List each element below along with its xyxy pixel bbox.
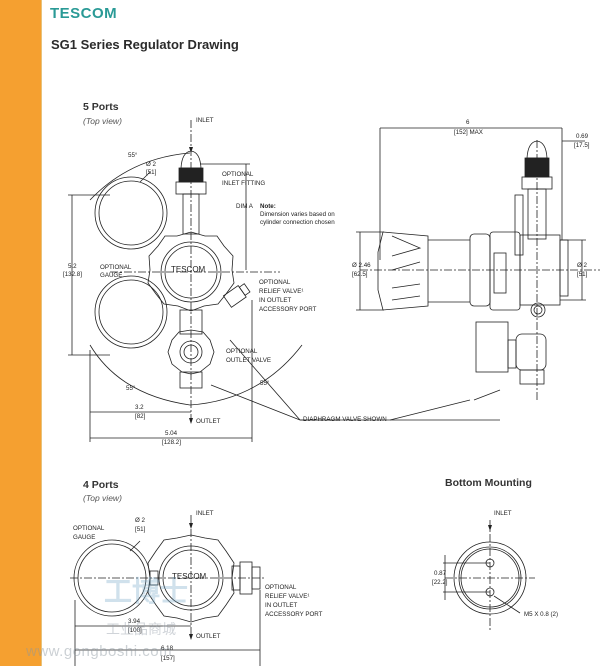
- side-port: [530, 302, 546, 318]
- optional-gauge-1: OPTIONAL: [100, 264, 132, 271]
- diaphragm-label: DIAPHRAGM VALVE SHOWN: [303, 416, 387, 423]
- gauge-dia-mm-label: [51]: [146, 169, 157, 176]
- height-mm-label: [132.8]: [63, 271, 82, 278]
- side-inlet-cap: [526, 140, 548, 159]
- four-relief-valve-2: RELIEF VALVE¹: [265, 593, 310, 600]
- inlet-label: INLET: [196, 117, 214, 124]
- four-ports-subtitle: (Top view): [83, 493, 122, 503]
- note-text-2: cylinder connection chosen: [260, 219, 335, 226]
- angle-arc-bottom: [89, 344, 303, 406]
- four-knob-logo: TESCOM: [172, 572, 207, 581]
- outlet-valve-2: OUTLET VALVE: [226, 357, 272, 364]
- four-optional-gauge-1: OPTIONAL: [73, 525, 105, 532]
- four-width-mm-label: [157]: [161, 655, 175, 662]
- optional-inlet-fitting-2: INLET FITTING: [222, 180, 266, 187]
- relief-valve-2: RELIEF VALVE¹: [259, 288, 304, 295]
- outlet-label: OUTLET: [196, 418, 221, 425]
- watermark-cn-small: 工业品商城: [106, 621, 176, 637]
- outlet-valve-knob: [167, 329, 215, 375]
- four-relief-valve-4: ACCESSORY PORT: [265, 611, 323, 618]
- orange-sidebar: [0, 0, 42, 666]
- knob-dia-label: Ø 2.46: [352, 262, 371, 269]
- relief-valve-1: OPTIONAL: [259, 279, 291, 286]
- bottom-mount-body: [453, 541, 527, 615]
- four-inlet-label: INLET: [196, 510, 214, 517]
- offset-mm-label: [17.5]: [574, 142, 590, 149]
- side-gauge-nut: [475, 321, 509, 373]
- four-port-knob: [147, 534, 235, 623]
- note-text-1: Dimension varies based on: [260, 211, 335, 218]
- side-label-plate: [493, 252, 507, 294]
- four-width-label: 6.18: [161, 645, 174, 652]
- watermark-url: www.gongboshi.com: [26, 643, 173, 660]
- note-title: Note:: [260, 203, 276, 210]
- height-label: 5.2: [68, 263, 77, 270]
- half-width-mm-label: [82]: [135, 413, 146, 420]
- outlet-valve-1: OPTIONAL: [226, 348, 258, 355]
- dim-a-label: DIM A: [236, 203, 253, 210]
- width-mm-label: [128.2]: [162, 439, 181, 446]
- relief-valve-3: IN OUTLET: [259, 297, 292, 304]
- four-optional-gauge-2: GAUGE: [73, 534, 96, 541]
- angle-arc-top: [89, 152, 191, 201]
- relief-valve: [222, 284, 247, 308]
- spacing-mm-label: [22.2]: [432, 579, 448, 586]
- lower-gauge: [94, 275, 168, 349]
- four-relief-valve-3: IN OUTLET: [265, 602, 298, 609]
- four-gauge-dia-label: Ø 2: [135, 517, 145, 524]
- side-body: [489, 231, 521, 311]
- width-label: 5.04: [165, 430, 178, 437]
- bottom-inlet-label: INLET: [494, 510, 512, 517]
- upper-gauge: [94, 176, 168, 250]
- outlet-body: [179, 309, 203, 335]
- length-mm-label: [152] MAX: [454, 129, 483, 136]
- four-half-width-label: 3.94: [128, 618, 141, 625]
- optional-inlet-fitting-1: OPTIONAL: [222, 171, 254, 178]
- bottom-mounting-title: Bottom Mounting: [445, 477, 532, 489]
- inlet-stem: [182, 193, 200, 235]
- inlet-thread: [178, 167, 204, 183]
- thread-label: M5 X 0.8 (2): [524, 611, 559, 618]
- body-dia-label: Ø 2: [577, 262, 587, 269]
- gauge-dia-label: Ø 2: [146, 161, 156, 168]
- angle-bottom-left-label: 55°: [126, 385, 136, 392]
- angle-bottom-right-label: 55°: [260, 380, 270, 387]
- four-gauge-dia-mm-label: [51]: [135, 526, 146, 533]
- five-ports-subtitle: (Top view): [83, 116, 122, 126]
- brand-logo: TESCOM: [50, 5, 118, 22]
- watermark-cn-big: 工博士: [104, 576, 189, 607]
- length-label: 6: [466, 119, 470, 126]
- regulator-knob: [147, 231, 235, 312]
- optional-gauge-2: GAUGE: [100, 272, 123, 279]
- body-dia-mm-label: [51]: [577, 271, 588, 278]
- offset-label: 0.69: [576, 133, 589, 140]
- angle-top-label: 55°: [128, 152, 138, 159]
- four-outlet-label: OUTLET: [196, 633, 221, 640]
- four-half-width-mm-label: [100]: [128, 627, 142, 634]
- spacing-label: 0.87: [434, 570, 447, 577]
- five-ports-title: 5 Ports: [83, 101, 119, 113]
- knob-logo: TESCOM: [171, 265, 206, 274]
- four-ports-title: 4 Ports: [83, 479, 119, 491]
- relief-valve-4: ACCESSORY PORT: [259, 306, 317, 313]
- half-width-label: 3.2: [135, 404, 144, 411]
- four-relief-valve-1: OPTIONAL: [265, 584, 297, 591]
- knob-dia-mm-label: [62.5]: [352, 271, 368, 278]
- page-title: SG1 Series Regulator Drawing: [51, 37, 239, 52]
